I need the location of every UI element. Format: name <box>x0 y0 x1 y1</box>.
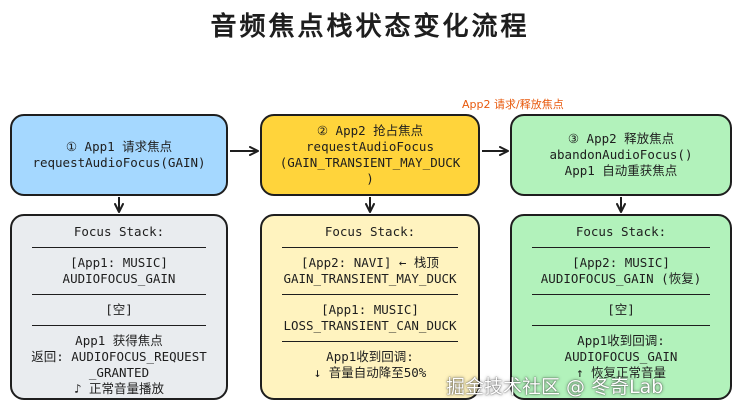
step-3-line: App1 自动重获焦点 <box>564 163 678 178</box>
stack-3-box: Focus Stack: [App2: MUSIC] AUDIOFOCUS_GA… <box>510 214 732 400</box>
stack-note-line: ♪ 正常音量播放 <box>73 381 165 396</box>
step-1-line: ① App1 请求焦点 <box>65 139 173 154</box>
arrow-annotation: App2 请求/释放焦点 <box>462 98 564 111</box>
stack-header: Focus Stack: <box>73 224 165 239</box>
stack-divider <box>532 247 710 248</box>
step-1-box: ① App1 请求焦点 requestAudioFocus(GAIN) <box>10 114 228 196</box>
stack-note-line: AUDIOFOCUS_GAIN <box>564 349 678 364</box>
diagram-title: 音频焦点栈状态变化流程 <box>210 12 530 42</box>
stack-divider <box>32 294 206 295</box>
stack-entry-line: [App2: NAVI] ← 栈顶 <box>301 255 439 270</box>
stack-note-line: ↓ 音量自动降至50% <box>313 365 427 380</box>
stack-divider <box>282 294 458 295</box>
stack-entry-line: [空] <box>105 302 133 317</box>
stack-1-box: Focus Stack: [App1: MUSIC] AUDIOFOCUS_GA… <box>10 214 228 400</box>
stack-header: Focus Stack: <box>324 224 416 239</box>
stack-entry-line: AUDIOFOCUS_GAIN (恢复) <box>540 271 702 286</box>
stack-divider <box>282 341 458 342</box>
step-2-line: requestAudioFocus <box>306 139 434 154</box>
step-1-line: requestAudioFocus(GAIN) <box>32 155 206 170</box>
stack-2-box: Focus Stack: [App2: NAVI] ← 栈顶 GAIN_TRAN… <box>260 214 480 400</box>
stack-divider <box>532 325 710 326</box>
stack-entry-line: AUDIOFOCUS_GAIN <box>62 271 176 286</box>
stack-note-line: App1收到回调: <box>577 333 665 348</box>
step-3-box: ③ App2 释放焦点 abandonAudioFocus() App1 自动重… <box>510 114 732 196</box>
step-3-line: abandonAudioFocus() <box>549 147 693 162</box>
step-2-line: ② App2 抢占焦点 <box>316 123 424 138</box>
stack-divider <box>32 247 206 248</box>
stack-note-line: App1 获得焦点 <box>75 333 163 348</box>
stack-entry-line: [App2: MUSIC] <box>572 255 670 270</box>
stack-divider <box>282 247 458 248</box>
step-3-line: ③ App2 释放焦点 <box>567 131 675 146</box>
stack-header: Focus Stack: <box>575 224 667 239</box>
stack-note-line: App1收到回调: <box>326 349 414 364</box>
step-2-line: ) <box>366 171 374 186</box>
stack-entry-line: [App1: MUSIC] <box>70 255 168 270</box>
stack-divider <box>532 294 710 295</box>
stack-note-line: ↑ 恢复正常音量 <box>575 365 667 380</box>
stack-note-line: _GRANTED <box>88 365 150 380</box>
stack-entry-line: LOSS_TRANSIENT_CAN_DUCK <box>283 318 457 333</box>
stack-note-line: 返回: AUDIOFOCUS_REQUEST <box>31 349 207 364</box>
stack-entry-line: [App1: MUSIC] <box>321 302 419 317</box>
stack-divider <box>32 325 206 326</box>
stack-entry-line: GAIN_TRANSIENT_MAY_DUCK <box>283 271 457 286</box>
step-2-line: (GAIN_TRANSIENT_MAY_DUCK <box>279 155 461 170</box>
watermark: 掘金技术社区 @ 冬奇Lab <box>446 376 664 398</box>
stack-entry-line: [空] <box>607 302 635 317</box>
step-2-box: ② App2 抢占焦点 requestAudioFocus (GAIN_TRAN… <box>260 114 480 196</box>
